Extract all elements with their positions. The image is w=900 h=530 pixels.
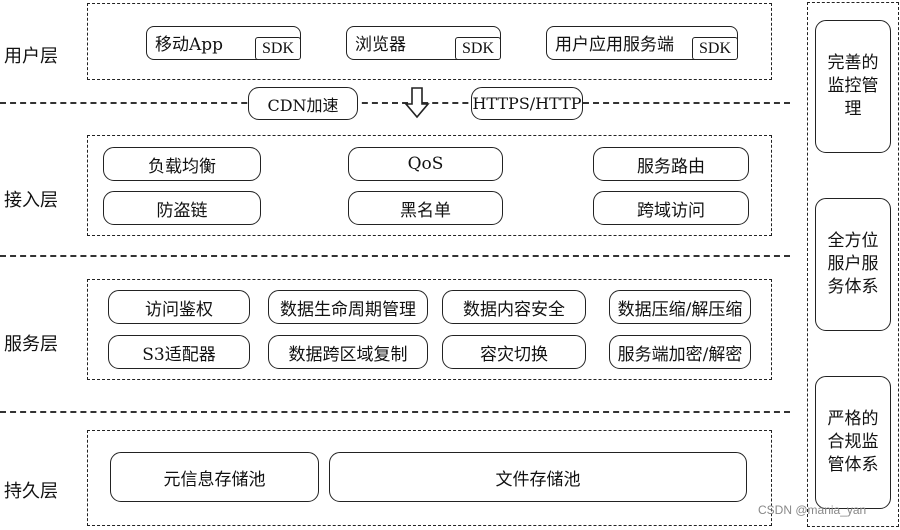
client-mobile-app: 移动App SDK xyxy=(146,26,301,60)
side-box-label: 严格的合规监管体系 xyxy=(827,409,879,475)
access-item: 负载均衡 xyxy=(103,147,261,181)
separator-line-3 xyxy=(0,411,790,413)
access-layer-label: 接入层 xyxy=(4,190,58,211)
sdk-badge: SDK xyxy=(255,37,301,60)
separator-line-1 xyxy=(0,102,790,104)
user-layer-label: 用户层 xyxy=(4,46,58,67)
side-box-label: 完善的监控管理 xyxy=(827,53,879,119)
access-item: 黑名单 xyxy=(348,191,503,225)
service-item: 数据压缩/解压缩 xyxy=(609,290,751,324)
service-layer-label: 服务层 xyxy=(4,334,58,355)
service-item: 服务端加密/解密 xyxy=(609,335,751,369)
side-panel-frame xyxy=(807,2,899,527)
persistence-layer-box xyxy=(87,430,772,526)
service-item: 数据生命周期管理 xyxy=(268,290,428,324)
side-service-box: 全方位服户服务体系 xyxy=(815,198,891,331)
access-item: 跨域访问 xyxy=(593,191,749,225)
client-app-server: 用户应用服务端 SDK xyxy=(546,26,738,60)
down-arrow-icon xyxy=(404,87,430,119)
persistence-layer-label: 持久层 xyxy=(4,481,58,502)
access-layer-box xyxy=(87,135,772,236)
sdk-badge: SDK xyxy=(455,37,501,60)
separator-line-2 xyxy=(0,255,790,257)
file-storage-pool: 文件存储池 xyxy=(329,452,747,502)
side-compliance-box: 严格的合规监管体系 xyxy=(815,376,891,509)
https-box: HTTPS/HTTP xyxy=(471,87,583,120)
access-item: QoS xyxy=(348,147,503,181)
client-label: 移动App xyxy=(155,35,224,55)
client-browser: 浏览器 SDK xyxy=(346,26,501,60)
cdn-box: CDN加速 xyxy=(248,87,358,120)
meta-storage-pool: 元信息存储池 xyxy=(110,452,319,502)
service-layer-box xyxy=(87,279,772,380)
client-label: 浏览器 xyxy=(355,35,406,55)
service-item: 访问鉴权 xyxy=(108,290,250,324)
side-monitoring-box: 完善的监控管理 xyxy=(815,20,891,153)
service-item: S3适配器 xyxy=(108,335,250,369)
access-item: 防盗链 xyxy=(103,191,261,225)
sdk-badge: SDK xyxy=(692,37,738,60)
user-layer-box xyxy=(87,3,772,80)
service-item: 数据内容安全 xyxy=(442,290,586,324)
service-item: 数据跨区域复制 xyxy=(268,335,428,369)
service-item: 容灾切换 xyxy=(442,335,586,369)
client-label: 用户应用服务端 xyxy=(555,35,674,55)
access-item: 服务路由 xyxy=(593,147,749,181)
watermark: CSDN @mania_yan xyxy=(758,503,867,517)
side-box-label: 全方位服户服务体系 xyxy=(827,231,879,297)
